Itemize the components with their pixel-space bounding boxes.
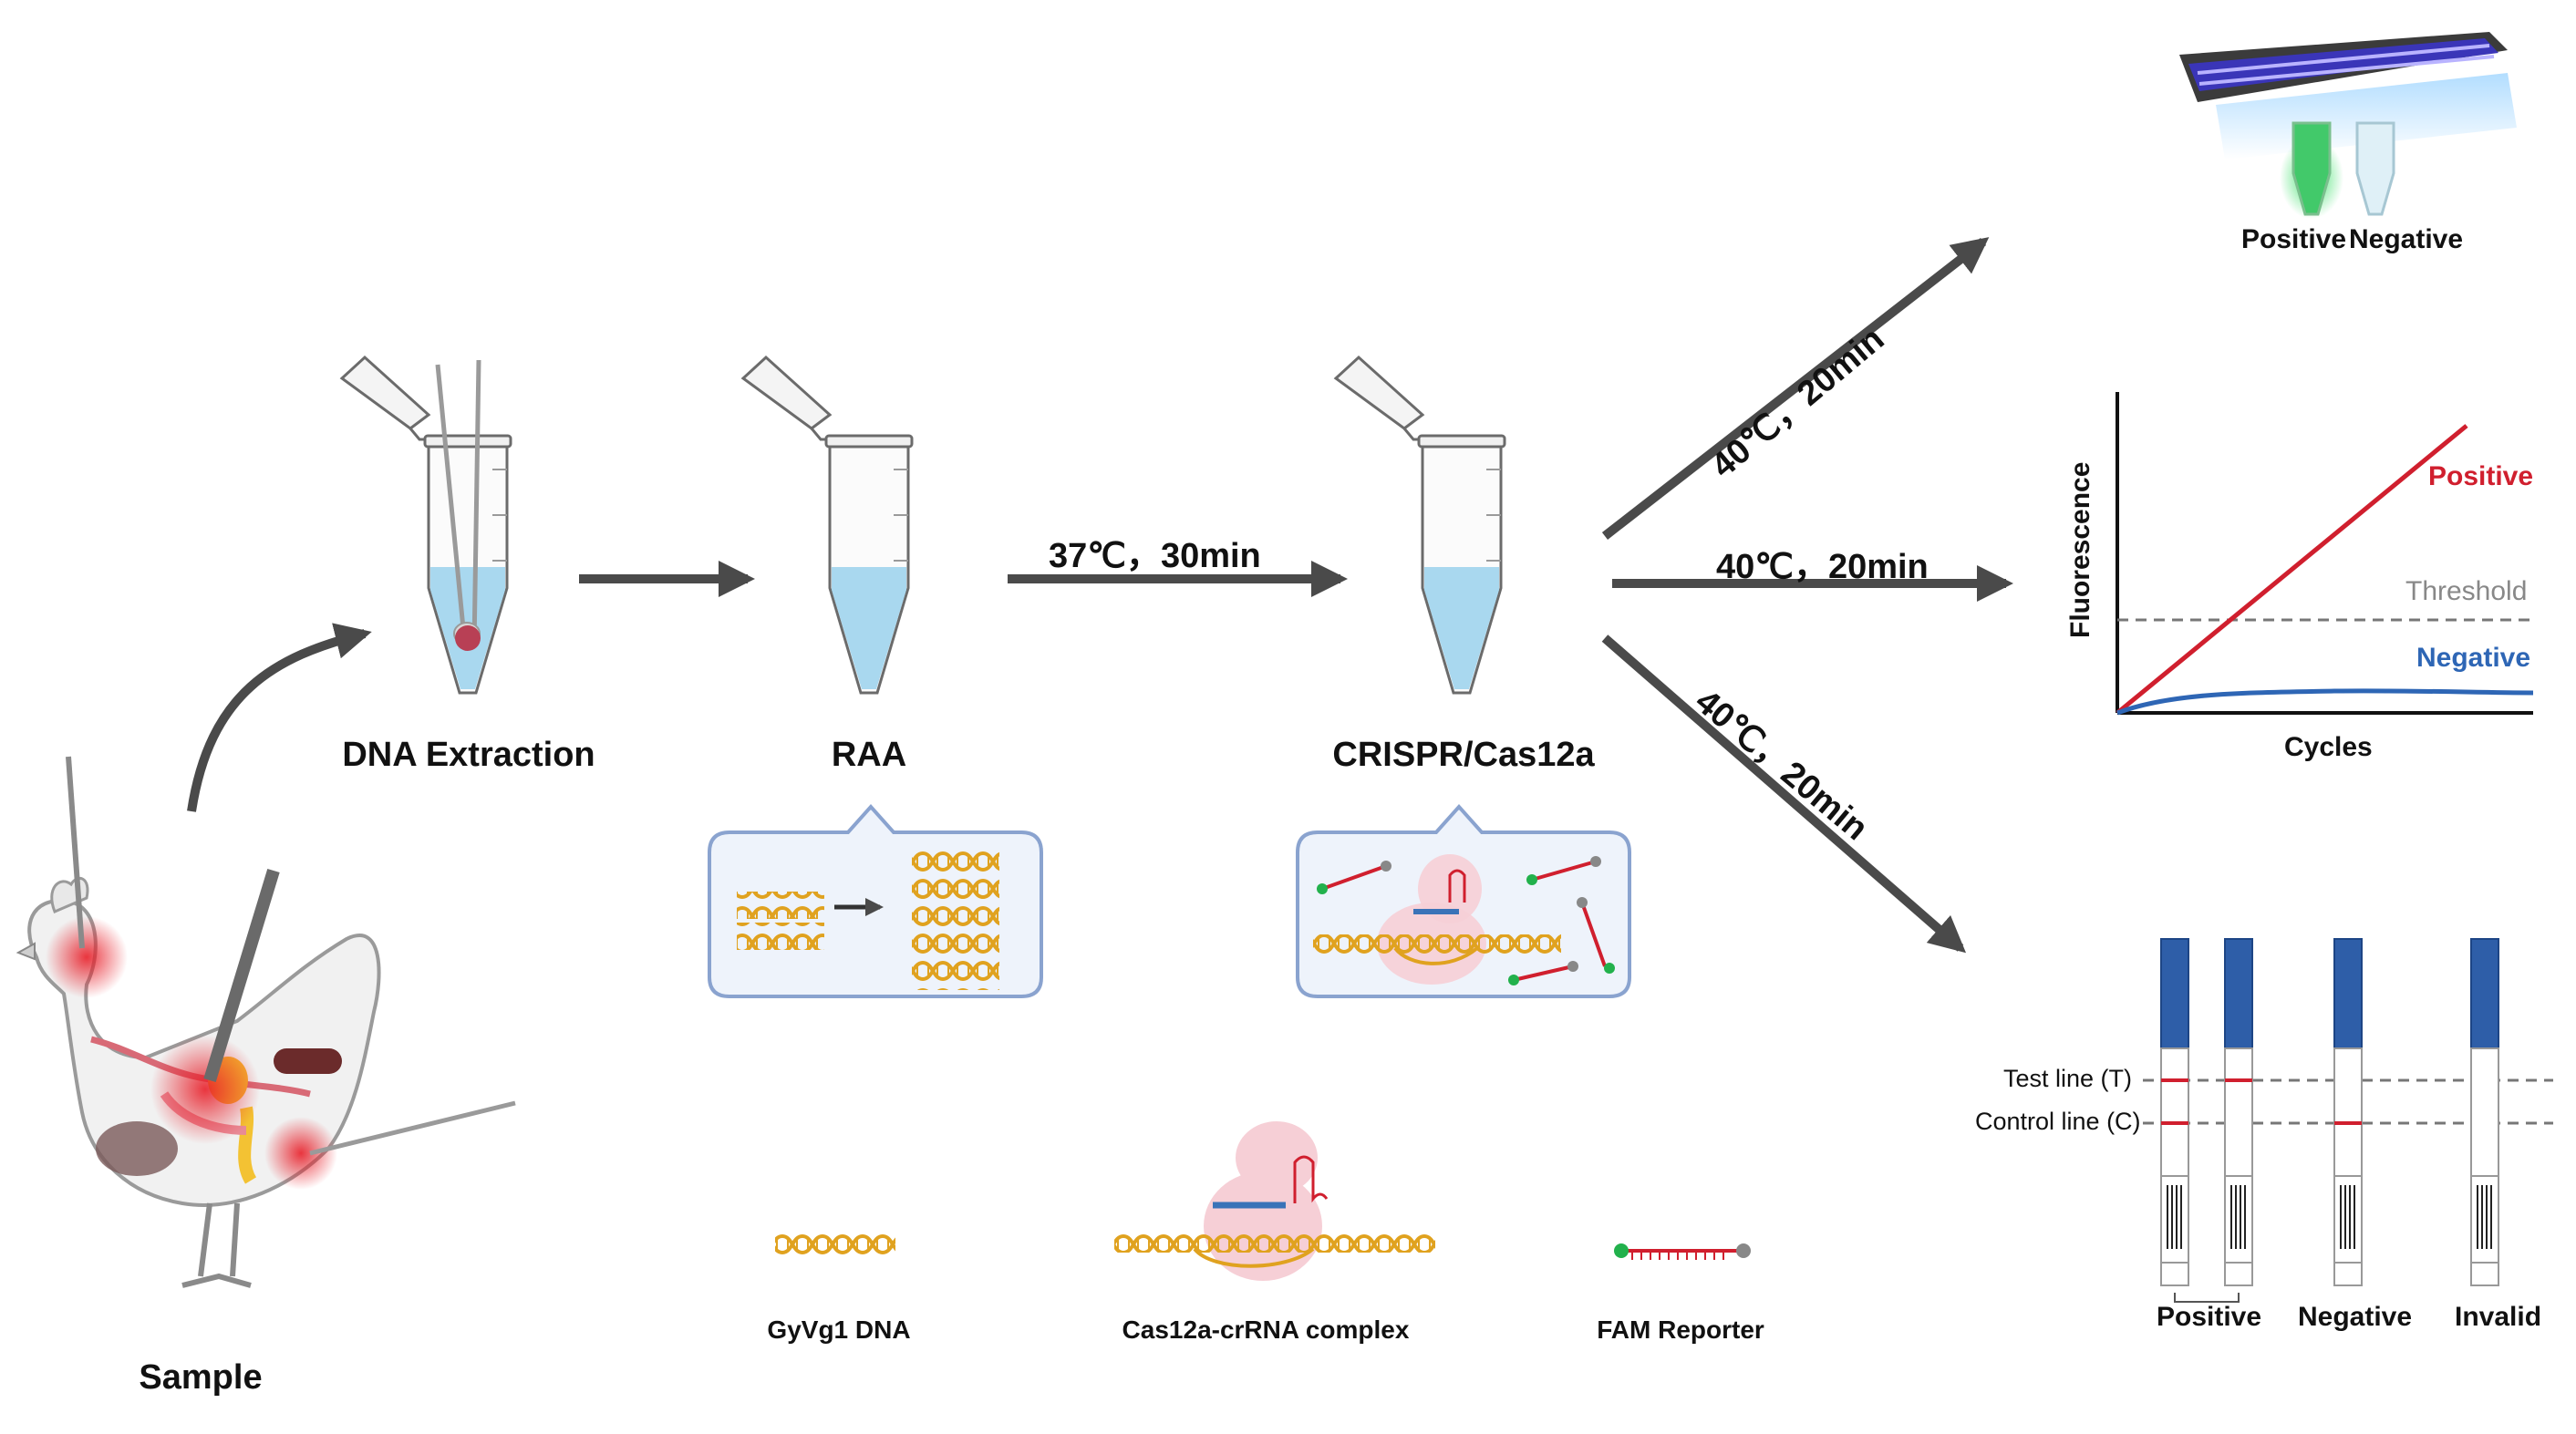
lateral-flow-strips <box>2143 938 2553 1303</box>
condition-raa-crispr: 37℃，30min <box>1049 537 1261 575</box>
strip-invalid <box>2470 938 2499 1286</box>
strip-label-invalid: Invalid <box>2455 1302 2542 1332</box>
extraction-tube <box>340 356 512 695</box>
uv-negative-label: Negative <box>2349 224 2464 254</box>
strip-positive-1 <box>2160 938 2189 1286</box>
control-line-label: Control line (C) <box>1975 1108 2141 1135</box>
legend-reporter-icon <box>1614 1243 1751 1260</box>
uv-positive-label: Positive <box>2241 224 2347 254</box>
condition-fluorescence: 40℃，20min <box>1716 548 1929 586</box>
strip-positive-2 <box>2224 938 2253 1286</box>
raa-tube <box>741 356 914 695</box>
legend-complex-icon <box>1114 1121 1435 1281</box>
chart-negative-label: Negative <box>2416 643 2531 673</box>
chart-positive-label: Positive <box>2428 461 2534 491</box>
crispr-label: CRISPR/Cas12a <box>1332 736 1595 774</box>
crispr-callout <box>1296 803 1631 998</box>
chart-threshold-label: Threshold <box>2405 576 2528 606</box>
chart-ylabel: Fluorescence <box>2065 461 2095 638</box>
negative-curve <box>2116 688 2534 716</box>
strip-label-positive: Positive <box>2157 1302 2262 1332</box>
arrow-sample-to-extraction <box>187 623 372 812</box>
fluorescence-chart <box>2116 392 2534 716</box>
arrow-to-uv <box>1601 237 1990 540</box>
uv-lamp <box>2179 32 2517 219</box>
positive-curve <box>2116 424 2468 715</box>
legend-dna-icon <box>775 1233 895 1260</box>
strip-negative <box>2333 938 2363 1286</box>
arrow-to-strip <box>1601 634 1967 954</box>
raa-label: RAA <box>831 736 907 774</box>
strip-label-negative: Negative <box>2298 1302 2413 1332</box>
legend-dna-label: GyVg1 DNA <box>767 1315 911 1344</box>
legend-reporter-label: FAM Reporter <box>1597 1315 1764 1344</box>
raa-callout <box>708 803 1043 998</box>
sample-label: Sample <box>139 1358 263 1397</box>
chicken-illustration <box>16 756 516 1288</box>
legend-complex-label: Cas12a-crRNA complex <box>1122 1315 1410 1344</box>
crispr-tube <box>1334 356 1506 695</box>
test-line-label: Test line (T) <box>2003 1065 2133 1092</box>
chart-xlabel: Cycles <box>2284 732 2373 762</box>
extraction-label: DNA Extraction <box>342 736 595 774</box>
